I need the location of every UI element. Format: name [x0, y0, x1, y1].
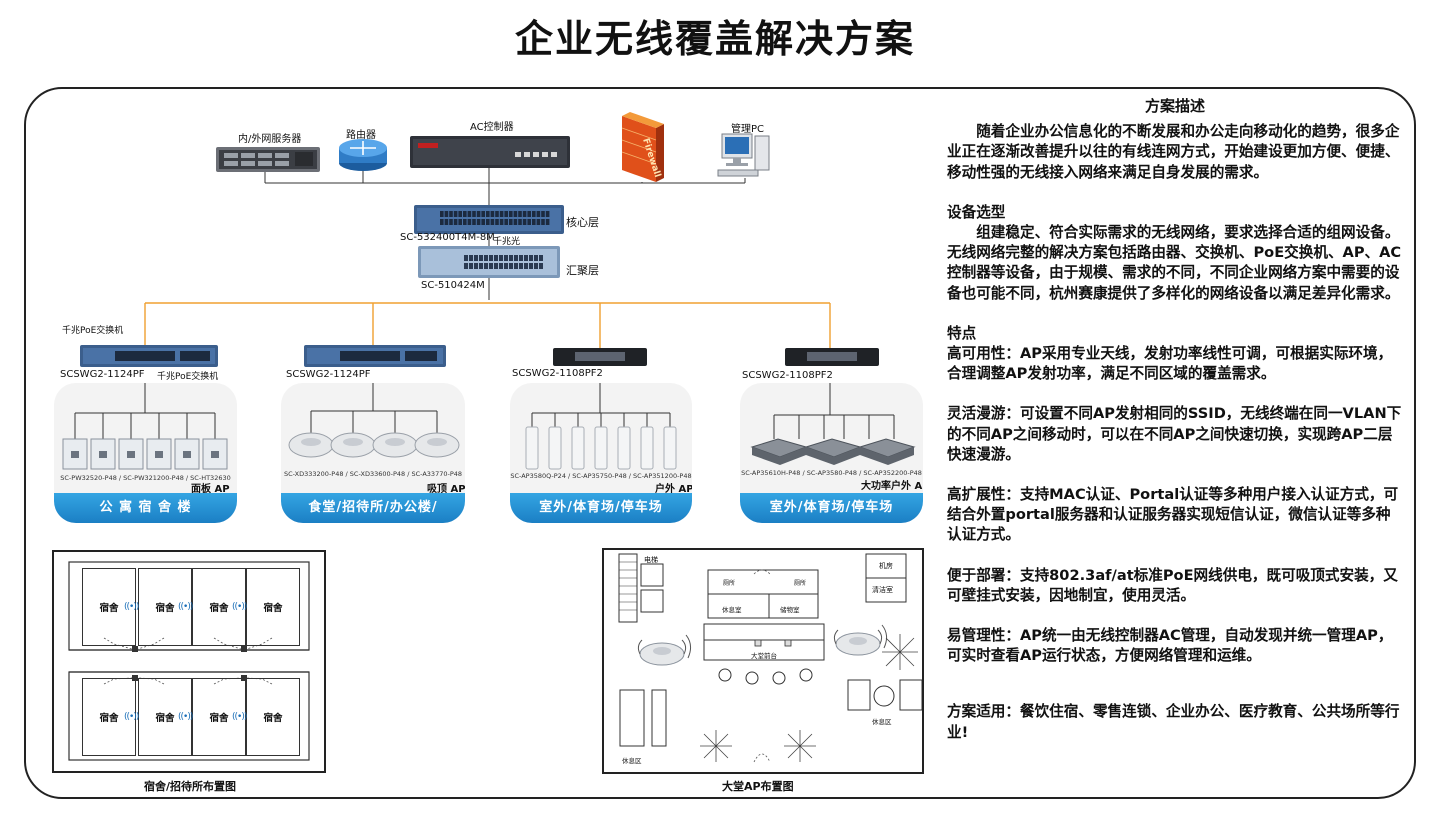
core-layer-label: 核心层 — [566, 216, 599, 229]
poe-switch-note: 千兆PoE交换机 — [62, 326, 124, 336]
wifi-signal-icon: ((•)) — [124, 712, 139, 722]
rest-area-label: 休息区 — [622, 757, 642, 765]
lobby-floor-plan: 电梯 机房 清洁室 厕所 厕所 休息室 储物室 大堂前台 休息区 休息区 — [602, 548, 924, 774]
features-title: 特点 — [947, 324, 977, 342]
zone-canteen-office: SC-XD333200-P48 / SC-XD33600-P48 / SC-A3… — [281, 383, 465, 523]
zone-2-ap-type: 吸顶 AP — [427, 484, 465, 495]
description-heading: 方案描述 — [1144, 97, 1205, 115]
core-links — [264, 168, 746, 300]
rest-area-label: 休息区 — [872, 718, 892, 726]
management-pc-label: 管理PC — [731, 124, 765, 135]
selection-title: 设备选型 — [947, 203, 1006, 221]
zone-4-ap-type: 大功率户外 AP — [861, 481, 923, 492]
uplink-lines — [144, 302, 831, 348]
access-switch-2 — [304, 345, 446, 367]
wifi-signal-icon: ((•)) — [232, 712, 247, 722]
management-pc-icon — [717, 133, 770, 177]
zone-4-models: SC-AP35610H-P48 / SC-AP3580-P48 / SC-AP3… — [741, 469, 922, 477]
branch-2-switch-label: SCSWG2-1124PF — [286, 369, 371, 380]
ac-controller-device — [410, 136, 570, 168]
ceiling-ap-group — [288, 383, 460, 458]
zone-4-label: 室外/体育场/停车场 — [740, 493, 923, 523]
wifi-signal-icon: ((•)) — [178, 712, 193, 722]
aggregation-switch-model: SC-510424M — [421, 280, 485, 291]
feature-item: 高可用性：AP采用专业天线，发射功率线性可调，可根据实际环境，合理调整AP发射功… — [947, 345, 1393, 383]
zone-dormitory: SC-PW32520-P48 / SC-PW321200-P48 / SC-HT… — [54, 383, 237, 523]
branch-1-switch-label: SCSWG2-1124PF — [60, 369, 145, 380]
zone-2-label: 食堂/招待所/办公楼/ — [281, 493, 465, 523]
lobby-ap-right — [833, 624, 888, 656]
restroom-label: 厕所 — [723, 580, 736, 587]
page-title: 企业无线覆盖解决方案 — [514, 17, 915, 61]
branch-1-switch-note: 千兆PoE交换机 — [157, 372, 219, 382]
zone-3-models: SC-AP3580Q-P24 / SC-AP35750-P48 / SC-AP3… — [510, 472, 692, 480]
core-switch-model: SC-532400T4M-8M — [400, 232, 495, 243]
access-switch-3 — [553, 348, 647, 366]
fiber-label: 千兆光 — [493, 237, 521, 247]
router-device — [339, 139, 387, 171]
room-label: 宿舍 — [155, 603, 175, 614]
network-topology-diagram — [80, 112, 879, 367]
restroom-label: 厕所 — [794, 580, 807, 587]
room-label: 宿舍 — [209, 603, 229, 614]
room-label: 宿舍 — [263, 713, 283, 724]
zone-3-label: 室外/体育场/停车场 — [510, 493, 692, 523]
aggregation-layer-label: 汇聚层 — [566, 264, 599, 277]
core-switch-device — [414, 205, 564, 234]
room-label: 宿舍 — [263, 603, 283, 614]
elevator-label: 电梯 — [644, 556, 658, 564]
panel-ap-group — [62, 383, 228, 470]
lobby-plan-caption: 大堂AP布置图 — [722, 780, 794, 793]
feature-item: 灵活漫游：可设置不同AP发射相同的SSID，无线终端在同一VLAN下的不同AP之… — [947, 405, 1402, 463]
access-switch-1 — [80, 345, 218, 367]
access-switch-4 — [785, 348, 879, 366]
dorm-plan-caption: 宿舍/招待所布置图 — [144, 780, 237, 793]
zone-1-ap-type: 面板 AP — [191, 484, 230, 495]
lobby-ap-left — [637, 634, 692, 666]
wifi-signal-icon: ((•)) — [124, 602, 139, 612]
zone-1-label: 公 寓 宿 舍 楼 — [54, 493, 237, 523]
room-label: 宿舍 — [209, 713, 229, 724]
branch-4-switch-label: SCSWG2-1108PF2 — [742, 370, 833, 381]
rest-room-label: 休息室 — [722, 606, 742, 614]
router-label: 路由器 — [346, 130, 376, 141]
firewall-icon — [621, 112, 664, 182]
storage-room-label: 储物室 — [780, 606, 800, 614]
zone-outdoor-1: SC-AP3580Q-P24 / SC-AP35750-P48 / SC-AP3… — [510, 383, 692, 523]
server-device — [216, 147, 320, 172]
selection-text: 组建稳定、符合实际需求的无线网络，要求选择合适的组网设备。无线网络完整的解决方案… — [947, 224, 1402, 302]
ac-controller-label: AC控制器 — [470, 122, 514, 133]
content-frame — [24, 87, 1416, 799]
machine-room-label: 机房 — [879, 562, 893, 570]
high-power-ap-group — [750, 383, 916, 465]
server-label: 内/外网服务器 — [238, 134, 302, 145]
feature-item: 易管理性：AP统一由无线控制器AC管理，自动发现并统一管理AP，可实时查看AP运… — [947, 627, 1393, 665]
zone-outdoor-2: SC-AP35610H-P48 / SC-AP3580-P48 / SC-AP3… — [740, 383, 923, 523]
outdoor-ap-group — [525, 383, 677, 470]
description-intro: 随着企业办公信息化的不断发展和办公走向移动化的趋势，很多企业正在逐渐改善提升以往… — [947, 123, 1400, 181]
wifi-signal-icon: ((•)) — [232, 602, 247, 612]
aggregation-switch-device — [418, 246, 560, 278]
zone-2-models: SC-XD333200-P48 / SC-XD33600-P48 / SC-A3… — [283, 470, 463, 478]
plant-icon — [700, 634, 918, 762]
zone-1-models: SC-PW32520-P48 / SC-PW321200-P48 / SC-HT… — [60, 474, 231, 482]
room-label: 宿舍 — [99, 713, 119, 724]
dorm-floor-plan: 宿舍 宿舍 宿舍 宿舍 宿舍 宿舍 宿舍 宿舍 ((•)) ((•)) ((•)… — [52, 550, 326, 773]
branch-3-switch-label: SCSWG2-1108PF2 — [512, 368, 603, 379]
solution-description: 方案描述 随着企业办公信息化的不断发展和办公走向移动化的趋势，很多企业正在逐渐改… — [947, 96, 1403, 743]
room-label: 宿舍 — [99, 603, 119, 614]
wifi-signal-icon: ((•)) — [178, 602, 193, 612]
applicable-industries: 方案适用：餐饮住宿、零售连锁、企业办公、医疗教育、公共场所等行业! — [947, 703, 1400, 741]
zone-3-ap-type: 户外 AP — [655, 484, 692, 495]
feature-item: 高扩展性：支持MAC认证、Portal认证等多种用户接入认证方式，可结合外置po… — [947, 486, 1399, 544]
room-label: 宿舍 — [155, 713, 175, 724]
feature-item: 便于部署：支持802.3af/at标准PoE网线供电，既可吸顶式安装，又可壁挂式… — [947, 566, 1398, 604]
cleaning-room-label: 清洁室 — [872, 586, 893, 594]
front-desk-label: 大堂前台 — [751, 652, 777, 660]
